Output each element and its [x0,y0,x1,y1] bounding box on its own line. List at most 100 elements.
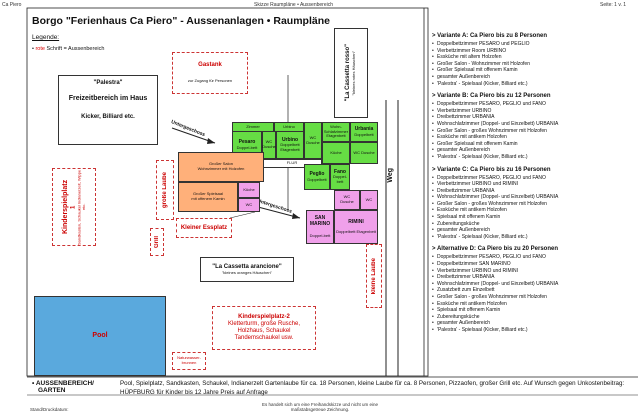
room-san-marino: SAN MARINO Doppel-bett [306,210,334,244]
peglio-sub: Doppelbett [307,176,327,182]
variant-title: > Alternative D: Ca Piero bis zu 20 Pers… [432,246,558,253]
wc1-label: WC [265,139,273,145]
header-center: Skizze Raumpläne • Aussenbereich [254,2,334,8]
footer-note-2: maßstabsgetreue Zeichnung. [290,407,350,412]
list-item: Vierbettzimmer URBINO und RIMINI [432,181,637,188]
spiel-sub: mit offenem Kamin [191,196,225,201]
room-fano: Fano Doppel-bett [330,164,350,190]
san-marino-label: SAN MARINO [309,214,331,227]
natur-label-2: brunnen [181,360,197,365]
wc5-label: WC [343,194,351,200]
kleine-laube-label: kleine Laube [370,257,377,295]
kinder2-title: Kinderspielplatz-2 [238,314,290,320]
cassetta-rosso-sub: "kleines rotes Häuschen" [351,50,357,96]
list-item: Doppelbettzimmer PESARO, PEGLIO und FANO [432,254,637,261]
legend-bullet: • [32,46,34,52]
weg-label: Weg [387,168,394,183]
room-wc-1: WC Dusche [262,131,276,159]
footer-note: Es handelt sich um eine Freihandskizze u… [255,402,385,412]
wc3-label: WC Dusche [353,149,375,155]
kinderspielplatz-2: Kinderspielplatz-2 Kletterturm, große Ru… [212,306,316,350]
aussenbereich-label-1: • AUSSENBEREICH/ [32,380,94,387]
arrow-head-2 [292,213,300,219]
legend-rest: Schrift = Aussenbereich [44,46,105,52]
variant-section: > Variante A: Ca Piero bis zu 8 Personen… [432,33,637,87]
room-wc-3: WC Dusche [350,142,378,164]
grill-label: Grill [153,235,160,248]
kinderspielplatz-1: Kinderspielplatz 1 Sandkasten, Schaukel … [52,168,96,246]
list-item: Großer Salon - großes Wohnzimmer mit Hol… [432,294,637,301]
list-item: gesamter Außenbereich [432,227,637,234]
list-item: 'Palestra' - Spielsaal (Kicker, Billiard… [432,234,637,241]
cassetta-arancione-label: "La Cassetta arancione" [212,263,282,270]
list-item: Dreibettzimmer URBANIA [432,188,637,195]
list-item: Großer Salon - großes Wohnzimmer mit Hol… [432,201,637,208]
list-item: 'Palestra' - Spielsaal (Kicker, Billiard… [432,81,637,88]
spiel-label: Großer Spielsaal [192,191,223,197]
room-wc-6: WC [360,190,378,210]
wc2-label: WC Dusche [306,134,320,145]
urbino-sub: Doppelbett Etagenbett [280,142,300,152]
room-kueche-b: Küche [238,182,260,198]
variant-title: > Variante A: Ca Piero bis zu 8 Personen [432,33,547,39]
list-item: Zusatzbett zum Einzelbett [432,287,637,294]
pool-label: Pool [92,331,108,339]
urbino-top-label: Urbino [283,123,295,129]
kinder2-line2: Holzhaus, Schaukel [237,328,291,334]
room-rimini: RIMINI Doppelbett Etagenbett [334,210,378,244]
naturwasserbrunnen: Naturwasser- brunnen [172,352,206,370]
dusche1-label: Dusche [262,144,276,149]
kinder1-title: Kinderspielplatz [61,179,69,235]
list-item: Dreibettzimmer URBANIA [432,274,637,281]
wc4-label: WC [245,201,253,207]
san-marino-sub: Doppel-bett [309,232,331,238]
list-item: Großer Spielsaal mit offenem Kamin [432,141,637,148]
list-item: Vierbettzimmer URBINO [432,108,637,115]
grosse-laube-label: große Laube [161,171,168,208]
flur-label: FLUR [286,160,298,166]
variant-list: Doppelbettzimmer PESARO und PEGLIOVierbe… [432,41,637,87]
plan-frame [26,7,429,377]
list-item: gesamter Außenbereich [432,320,637,327]
list-item: Wohnschlafzimmer (Doppel- und Einzelbett… [432,281,637,288]
variant-list: Doppelbettzimmer PESARO, PEGLIO und FANO… [432,101,637,160]
list-item: 'Palestra' - Spielsaal (Kicker, Billiard… [432,327,637,334]
aussenbereich-label-2: GARTEN [38,387,66,394]
room-wc-4: WC [238,198,260,212]
list-item: Essküche mit antikem Holzofen [432,134,637,141]
list-item: Großer Spielsaal mit offenem Kamin [432,67,637,74]
variant-list: Doppelbettzimmer PESARO, PEGLIO und FANO… [432,254,637,333]
list-item: Essküche mit antikem Holzofen [432,207,637,214]
list-item: Doppelbettzimmer PESARO, PEGLIO und FANO [432,175,637,182]
list-item: Doppelbettzimmer PESARO, PEGLIO und FANO [432,101,637,108]
footer-stand: Stand/Druckdatum: [30,407,69,412]
list-item: Spielsaal mit offenem Kamin [432,214,637,221]
list-item: Spielsaal mit offenem Kamin [432,307,637,314]
list-item: gesamter Außenbereich [432,147,637,154]
freizeit-label: Freizeitbereich im Haus [68,95,148,102]
dusche5-label: Dusche [340,199,354,204]
room-urbania-top: Wohn-Schlafzimmer Etagenbett [322,122,350,142]
pool: Pool [34,296,166,376]
room-wc-2: WC Dusche [304,122,322,159]
fano-sub: Doppel-bett [332,174,347,184]
kleiner-essplatz: Kleiner Essplatz [176,218,232,238]
page-title: Borgo "Ferienhaus Ca Piero" - Aussenanla… [32,15,330,27]
legend-heading: Legende: [32,34,60,41]
list-item: Essküche mit altem Holzofen [432,54,637,61]
list-item: Vierbettzimmer URBINO und RIMINI [432,268,637,275]
gastank-area: Gastank zur Zugang für Personen [172,52,248,94]
urbania-sub: Doppelbett [354,131,374,137]
legend-item: • rote Schrift = Aussenbereich [32,46,104,52]
room-peglio: Peglio Doppelbett [304,164,330,190]
grosse-laube: große Laube [156,160,174,220]
room-urbania: Urbania Doppelbett [350,122,378,142]
room-wc-5: WC Dusche [334,190,360,210]
header-left: Ca Piero [2,2,22,8]
urbania-label: Urbania [354,125,374,132]
list-item: Doppelbettzimmer PESARO und PEGLIO [432,41,637,48]
palestra: "Palestra" Freizeitbereich im Haus Kicke… [58,75,158,145]
list-item: Zubereitungsküche [432,221,637,228]
list-item: Doppelbettzimmer SAN MARINO [432,261,637,268]
